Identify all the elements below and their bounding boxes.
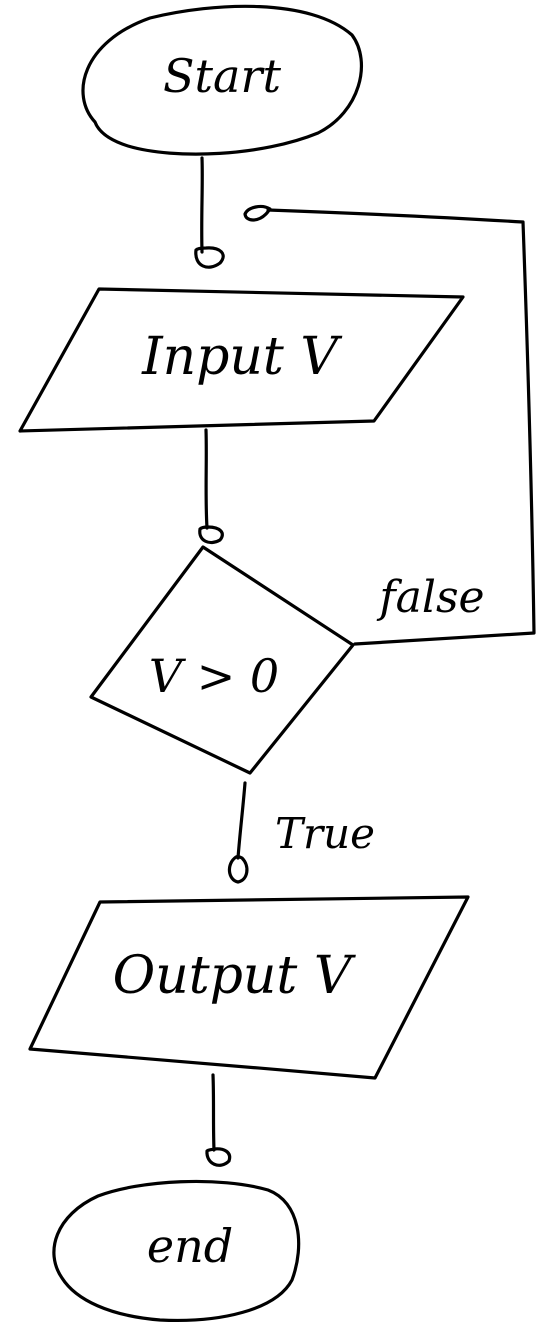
input-node: Input V xyxy=(18,287,465,433)
edge-true-arrowhead xyxy=(227,854,249,884)
edge-start-input-line xyxy=(200,156,204,254)
edge-false-loop-arrowhead xyxy=(243,204,272,222)
edge-start-input xyxy=(194,156,225,269)
decision-node: V > 0 xyxy=(89,545,355,775)
output-node: Output V xyxy=(28,895,470,1080)
edge-output-end-arrowhead xyxy=(205,1147,232,1167)
edge-start-input-arrowhead xyxy=(194,246,225,269)
input-label: Input V xyxy=(141,327,342,387)
edge-output-end-line xyxy=(211,1073,216,1152)
edge-false-loop-line xyxy=(266,208,536,646)
output-label: Output V xyxy=(113,946,356,1006)
edge-true-line xyxy=(236,781,247,860)
input-parallelogram xyxy=(18,287,465,433)
edge-input-decision-arrowhead xyxy=(198,525,224,545)
edge-input-decision xyxy=(198,428,224,545)
edge-input-decision-line xyxy=(204,428,209,530)
edge-decision-input-false: false xyxy=(243,204,536,646)
decision-diamond xyxy=(89,545,355,775)
edge-output-end xyxy=(205,1073,232,1167)
start-oval xyxy=(81,4,364,156)
start-node: Start xyxy=(81,4,364,156)
start-label: Start xyxy=(163,49,281,103)
edge-decision-output-true: True xyxy=(227,781,375,884)
false-label: false xyxy=(376,572,484,623)
end-oval xyxy=(52,1179,301,1323)
end-node: end xyxy=(52,1179,301,1323)
true-label: True xyxy=(275,809,375,858)
decision-label: V > 0 xyxy=(149,649,279,703)
output-parallelogram xyxy=(28,895,470,1080)
end-label: end xyxy=(147,1219,233,1273)
